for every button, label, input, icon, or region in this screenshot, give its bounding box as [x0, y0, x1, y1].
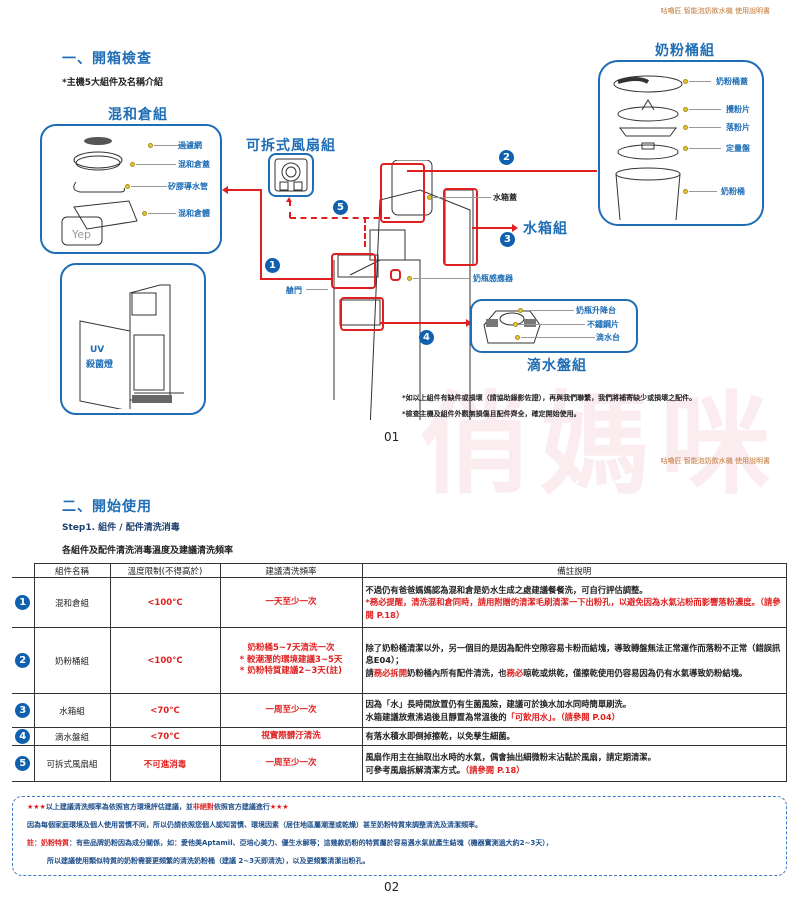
section-subtitle: *主機5大組件及名稱介紹 [62, 78, 163, 88]
marker-box-mixer [331, 253, 376, 289]
page-header: 咕嚕匠 智能泡奶飲水機 使用說明書 [660, 7, 770, 15]
uv-lamp-box: UV 殺菌燈 [60, 263, 206, 415]
remark: 不過仍有爸爸媽媽認為混和倉是奶水生成之處建議餐餐洗，可自行評估調整。 *務必提醒… [361, 577, 787, 628]
disclaimer-box: ★★★以上建議清洗頻率為依照官方環境評估建議，並非絕對依照官方建議進行★★★ 因… [12, 796, 787, 876]
table-row: 2 奶粉桶組 <100°C 奶粉桶5~7天清洗一次 * 較潮溼的環境建議3~5天… [12, 627, 787, 694]
drip-group-box: 奶瓶升降台 不鏽鋼片 滴水台 [470, 299, 638, 353]
drip-part-label: 奶瓶升降台 [576, 306, 616, 315]
col-header: 組件名稱 [33, 563, 111, 578]
page-number: 01 [384, 430, 400, 444]
uv-label-line1: UV [90, 345, 105, 355]
mixer-group-box: Yep 過濾網 混和倉蓋 矽膠導水管 混和倉體 [40, 124, 222, 254]
component-name: 滴水盤組 [33, 727, 111, 746]
section-title: 一、開箱檢查 [62, 51, 152, 67]
col-header: 建議清洗頻率 [219, 563, 363, 578]
marker-3: 3 [500, 232, 515, 247]
temp-limit: 不可進消毒 [109, 745, 221, 782]
marker-4: 4 [419, 330, 434, 345]
disclaimer-line: ★★★以上建議清洗頻率為依照官方環境評估建議，並非絕對依照官方建議進行★★★ [27, 803, 289, 811]
powder-part-label: 定量盤 [726, 144, 750, 153]
fan-illustration [274, 158, 308, 192]
water-lid-label: 水箱蓋 [493, 193, 517, 202]
powder-group-box: 奶粉桶蓋 攪粉片 落粉片 定量盤 奶粉桶 [598, 60, 764, 226]
disclaimer-line: 因為每個家庭環境及個人使用習慣不同，所以仍請依照您個人認知習慣、環境因素（居住地… [27, 821, 482, 829]
drip-illustration [483, 310, 541, 344]
page-number: 02 [384, 880, 400, 894]
row-marker: 5 [15, 756, 31, 771]
disclaimer-line: 所以建議使用類似特質的奶粉需要更頻繁的清洗奶粉桶（建議 2~3天即清洗），以及更… [47, 857, 370, 865]
section-title: 二、開始使用 [62, 499, 152, 515]
frequency: 視實際髒汙清洗 [219, 727, 363, 746]
drip-group-title: 滴水盤組 [527, 358, 587, 374]
marker-box-drip [340, 297, 384, 331]
table-row: 3 水箱組 <70°C 一周至少一次 因為「水」長時間放置仍有生菌風險，建議可於… [12, 693, 787, 728]
frequency: 一天至少一次 [219, 577, 363, 628]
row-marker: 3 [15, 703, 31, 718]
remark: 有落水積水即倒掉擦乾，以免孳生細菌。 [361, 727, 787, 746]
col-header: 溫度限制(不得高於) [109, 563, 221, 578]
marker-2: 2 [499, 150, 514, 165]
uv-label-line2: 殺菌燈 [86, 360, 114, 370]
uv-illustration [79, 284, 184, 409]
powder-part-label: 攪粉片 [726, 105, 750, 114]
table-row: 5 可拆式風扇組 不可進消毒 一周至少一次 風扇作用主在抽取出水時的水氣，偶會抽… [12, 745, 787, 782]
component-name: 混和倉組 [33, 577, 111, 628]
cleaning-table: 組件名稱 溫度限制(不得高於) 建議清洗頻率 備註說明 1 混和倉組 <100°… [12, 563, 787, 782]
powder-part-label: 落粉片 [726, 123, 750, 132]
temp-limit: <100°C [109, 627, 221, 694]
powder-part-label: 奶粉桶蓋 [716, 77, 748, 86]
mixer-parts-illustration: Yep [61, 137, 138, 246]
mixer-group-title: 混和倉組 [108, 107, 168, 123]
drip-part-label: 滴水台 [596, 333, 620, 342]
water-group-title: 水箱組 [523, 221, 568, 237]
table-row: 1 混和倉組 <100°C 一天至少一次 不過仍有爸爸媽媽認為混和倉是奶水生成之… [12, 577, 787, 628]
powder-part-label: 奶粉桶 [721, 187, 745, 196]
remark: 除了奶粉桶清潔以外，另一個目的是因為配件空隙容易卡粉而結塊，導致轉盤無法正常運作… [361, 627, 787, 694]
door-label: 艙門 [286, 286, 302, 295]
marker-5: 5 [333, 200, 348, 215]
fan-group-box [268, 153, 314, 197]
frequency: 一周至少一次 [219, 693, 363, 728]
marker-1: 1 [265, 258, 280, 273]
step-title: Step1. 組件 / 配件清洗消毒 [62, 523, 180, 533]
component-name: 可拆式風扇組 [33, 745, 111, 782]
mixer-part-label: 混和倉體 [178, 209, 210, 218]
note-line: *如以上組件有缺件或損壞（請協助錄影佐證），再與我們聯繫，我們將補寄缺少或損壞之… [402, 394, 697, 402]
row-marker: 4 [15, 729, 31, 744]
powder-parts-illustration [613, 75, 683, 220]
table-caption: 各組件及配件清洗消毒溫度及建議清洗頻率 [62, 546, 234, 556]
page-header: 咕嚕匠 智能泡奶飲水機 使用說明書 [660, 457, 770, 465]
sensor-label: 奶瓶感應器 [473, 274, 513, 283]
marker-box-powder [380, 163, 425, 223]
svg-text:Yep: Yep [71, 228, 91, 241]
remark: 因為「水」長時間放置仍有生菌風險，建議可於換水加水同時簡單刷洗。 水箱建議放煮沸… [361, 693, 787, 728]
temp-limit: <70°C [109, 693, 221, 728]
drip-part-label: 不鏽鋼片 [587, 320, 619, 329]
disclaimer-line: 註：奶粉特質：有些品牌奶粉因為成分關係，如：愛他美Aptamil、亞培心美力、優… [27, 839, 553, 847]
watermark: 俏媽咪 [420, 381, 780, 509]
table-header-row: 組件名稱 溫度限制(不得高於) 建議清洗頻率 備註說明 [12, 563, 787, 578]
mixer-part-label: 過濾網 [178, 141, 202, 150]
note-line: *檢查主機及組件外觀無損傷且配件齊全，確定開始使用。 [402, 410, 581, 418]
table-row: 4 滴水盤組 <70°C 視實際髒汙清洗 有落水積水即倒掉擦乾，以免孳生細菌。 [12, 727, 787, 746]
frequency: 一周至少一次 [219, 745, 363, 782]
mixer-part-label: 矽膠導水管 [168, 182, 208, 191]
row-marker: 2 [15, 653, 31, 668]
frequency: 奶粉桶5~7天清洗一次 * 較潮溼的環境建議3~5天 * 奶粉特質建議2~3天(… [219, 627, 363, 694]
marker-box-sensor [390, 269, 401, 281]
temp-limit: <100°C [109, 577, 221, 628]
temp-limit: <70°C [109, 727, 221, 746]
component-name: 水箱組 [33, 693, 111, 728]
mixer-part-label: 混和倉蓋 [178, 160, 210, 169]
col-header: 備註說明 [361, 563, 787, 578]
powder-group-title: 奶粉桶組 [655, 43, 715, 59]
component-name: 奶粉桶組 [33, 627, 111, 694]
remark: 風扇作用主在抽取出水時的水氣，偶會抽出細微粉末沾黏於風扇，請定期清潔。 可參考風… [361, 745, 787, 782]
row-marker: 1 [15, 595, 31, 610]
fan-group-title: 可拆式風扇組 [246, 138, 336, 154]
